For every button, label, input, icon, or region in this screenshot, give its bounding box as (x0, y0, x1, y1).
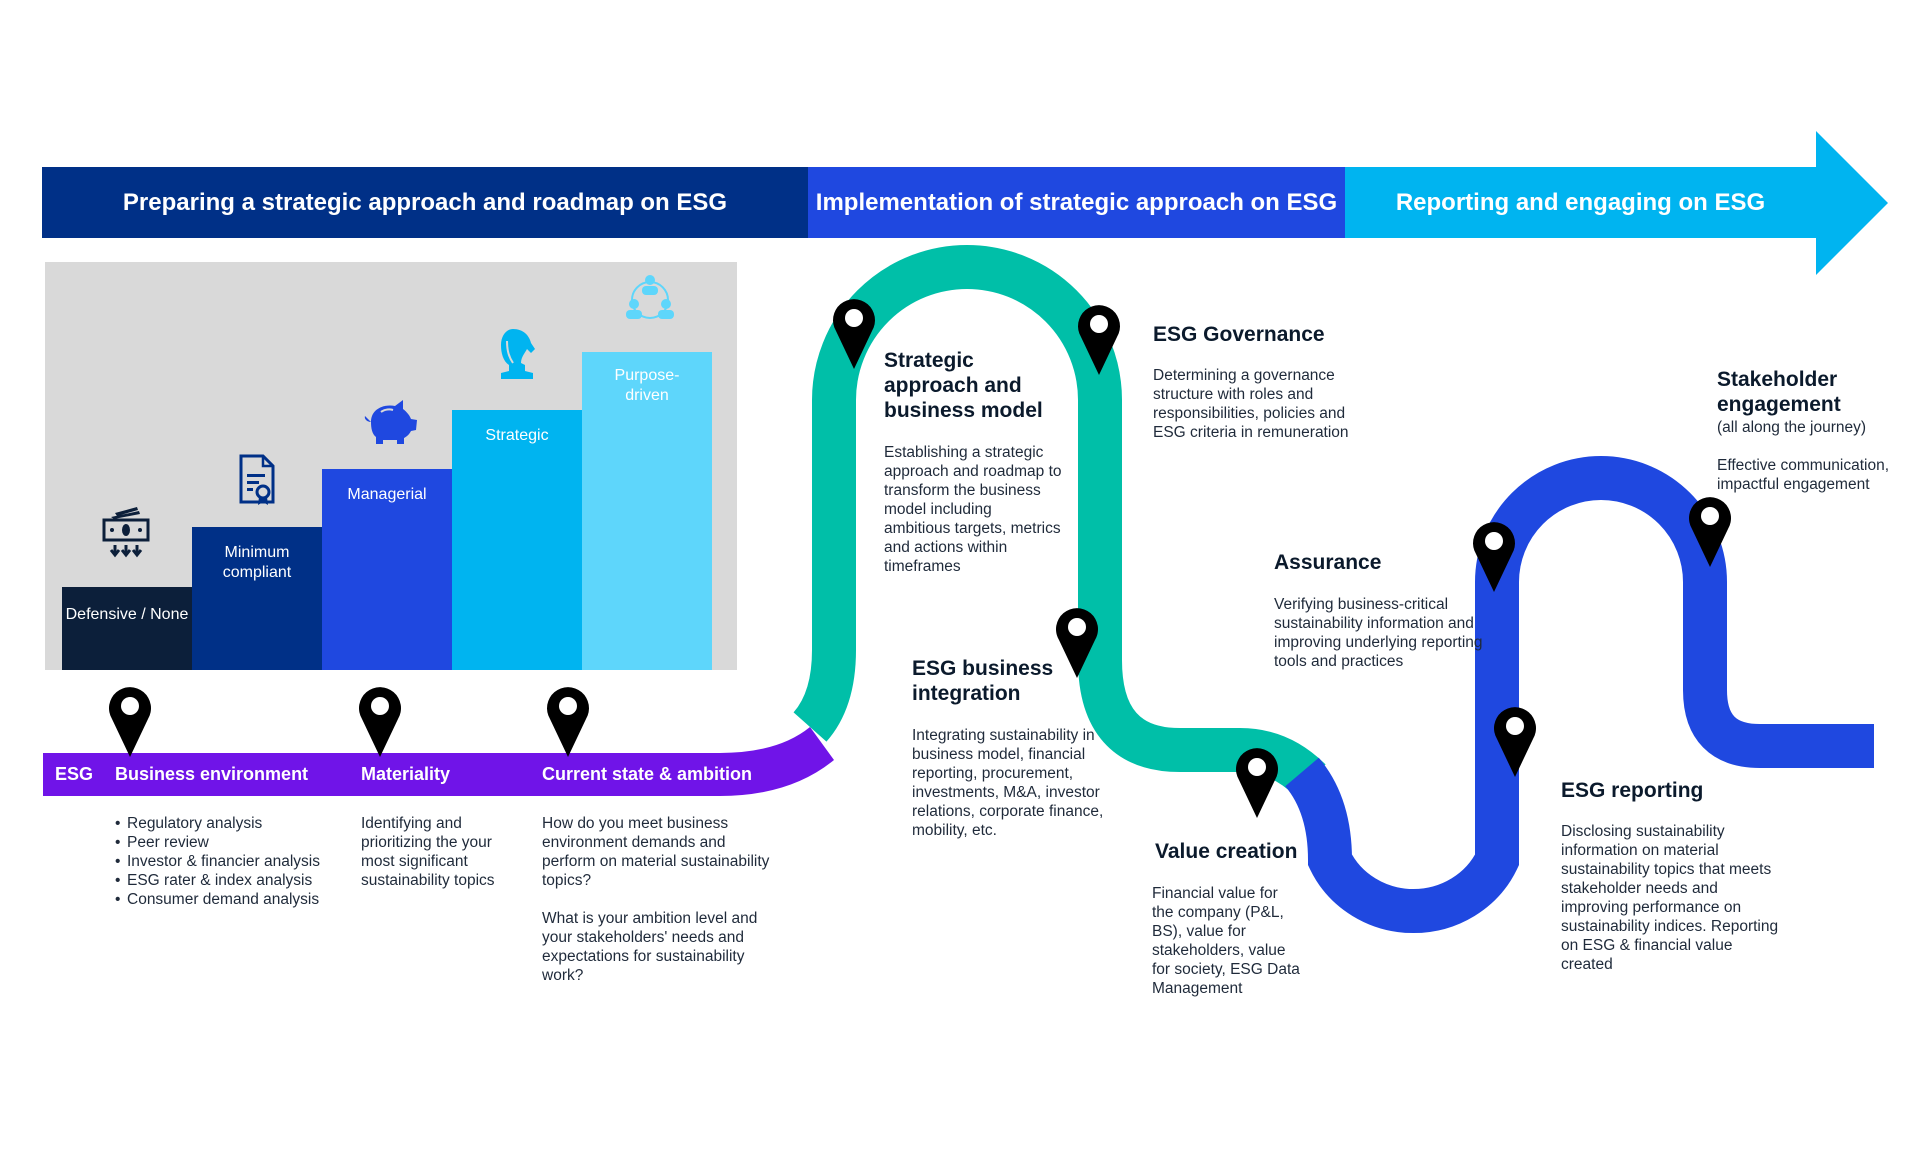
step-label: Managerial (347, 486, 427, 503)
milestone-subtitle-stakeholder: (all along the journey) (1717, 419, 1867, 436)
phase-segment-reporting-arrow (1345, 131, 1888, 275)
phase-label-preparing: Preparing a strategic approach and roadm… (122, 188, 728, 216)
band-label-esg: ESG (55, 764, 94, 784)
map-pin-icon (833, 299, 875, 369)
milestone-desc-strategic: Establishing a strategic approach and ro… (884, 444, 1062, 575)
step-label: Defensive / None (65, 606, 189, 623)
step-defensive: Defensive / None (62, 587, 192, 670)
milestone-title-governance: ESG Governance (1153, 323, 1325, 346)
milestone-desc-governance: Determining a governance structure with … (1153, 367, 1349, 441)
map-pin-icon (1472, 522, 1515, 592)
step-label: Purpose-driven (614, 367, 680, 404)
milestone-title-integration: ESG business integration (912, 657, 1054, 705)
map-pin-icon (1078, 305, 1121, 375)
bullet-item: Peer review (115, 833, 335, 852)
milestone-desc-value-creation: Financial value for the company (P&L, BS… (1152, 885, 1300, 997)
current-state-description-1: How do you meet business environment dem… (542, 815, 770, 889)
step-label: Strategic (485, 427, 549, 444)
milestone-desc-stakeholder: Effective communication, impactful engag… (1717, 457, 1890, 493)
step-label: Minimum compliant (222, 544, 292, 581)
band-label-business-environment: Business environment (115, 764, 309, 784)
band-label-materiality: Materiality (361, 764, 451, 784)
phase-segment-preparing (42, 167, 808, 238)
materiality-description: Identifying and prioritizing the your mo… (361, 815, 495, 889)
piggy-bank-icon (364, 400, 417, 444)
map-pin-icon (1055, 608, 1098, 678)
map-pin-icon (547, 687, 589, 757)
milestone-desc-assurance: Verifying business-critical sustainabili… (1274, 596, 1483, 670)
phase-segment-implementation (808, 167, 1345, 238)
phase-label-reporting: Reporting and engaging on ESG (1395, 188, 1766, 216)
step-managerial: Managerial (322, 469, 452, 670)
bullet-item: Regulatory analysis (115, 814, 335, 833)
business-environment-list: Regulatory analysisPeer reviewInvestor &… (115, 814, 335, 909)
bullet-item: Consumer demand analysis (115, 890, 335, 909)
step-purpose-driven: Purpose-driven (582, 352, 712, 670)
milestone-desc-integration: Integrating sustainability in business m… (912, 727, 1104, 839)
milestone-desc-reporting: Disclosing sustainability information on… (1561, 823, 1779, 973)
step-minimum-compliant: Minimum compliant (192, 527, 322, 670)
milestone-title-value-creation: Value creation (1155, 840, 1298, 863)
journey-path-teal (792, 245, 1326, 797)
map-pin-icon (1493, 707, 1536, 777)
step-strategic: Strategic (452, 410, 582, 670)
phase-label-implementation: Implementation of strategic approach on … (815, 188, 1338, 216)
chess-knight-icon (501, 329, 535, 379)
milestone-title-stakeholder: Stakeholder engagement (1717, 368, 1841, 416)
current-state-description-2: What is your ambition level and your sta… (542, 910, 758, 984)
journey-path-purple (43, 727, 834, 796)
milestone-title-strategic: Strategic approach and business model (884, 349, 1043, 422)
people-network-icon (626, 275, 674, 319)
map-pin-icon (1689, 497, 1731, 567)
milestone-title-reporting: ESG reporting (1561, 779, 1704, 802)
money-down-icon (102, 507, 150, 558)
bullet-item: Investor & financier analysis (115, 852, 335, 871)
map-pin-icon (109, 687, 152, 757)
band-label-current-state: Current state & ambition (542, 764, 753, 784)
bullet-item: ESG rater & index analysis (115, 871, 335, 890)
map-pin-icon (359, 687, 401, 757)
milestone-title-assurance: Assurance (1274, 551, 1382, 574)
map-pin-icon (1236, 748, 1278, 818)
certificate-document-icon (239, 454, 275, 505)
maturity-staircase-panel: Defensive / None Minimum compliant Manag… (45, 262, 737, 670)
